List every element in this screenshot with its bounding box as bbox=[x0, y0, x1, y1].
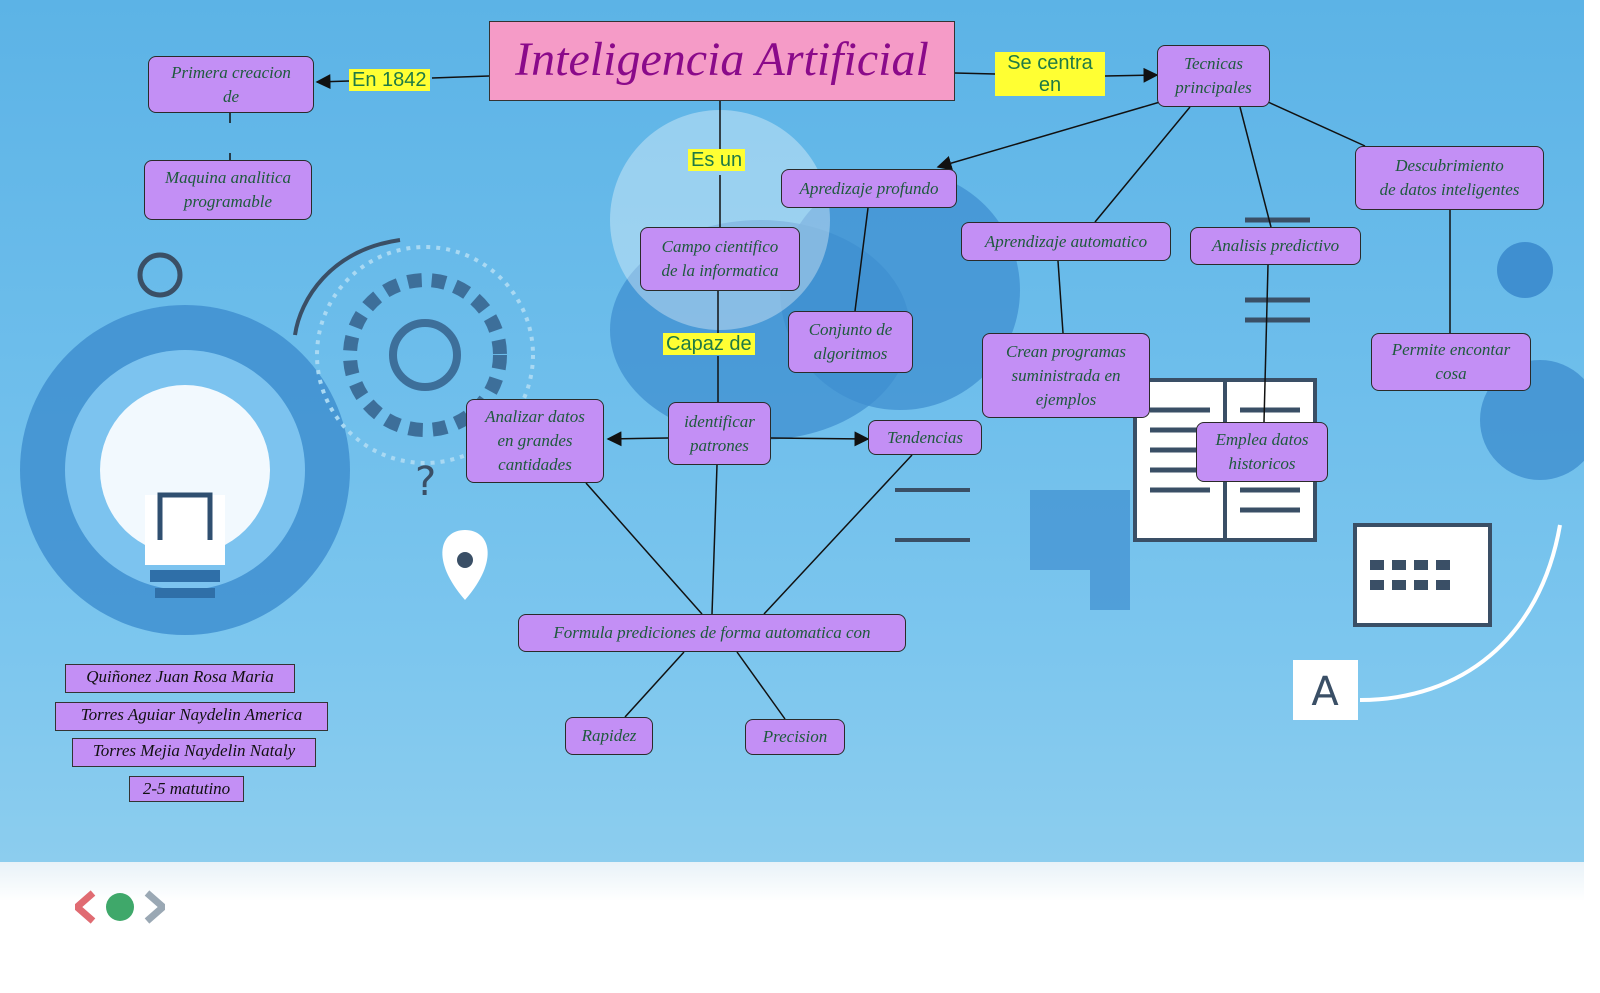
node-emplea-datos: Emplea datos historicos bbox=[1196, 422, 1328, 482]
node-campo-cientifico: Campo cientifico de la informatica bbox=[640, 227, 800, 291]
node-descubrimiento-datos: Descubrimiento de datos inteligentes bbox=[1355, 146, 1544, 210]
link-label-en-1842: En 1842 bbox=[349, 69, 430, 91]
node-tendencias: Tendencias bbox=[868, 420, 982, 455]
node-rapidez: Rapidez bbox=[565, 717, 653, 755]
page-footer bbox=[0, 862, 1584, 993]
author-3: Torres Mejia Naydelin Nataly bbox=[72, 738, 316, 767]
node-identificar-patrones: identificar patrones bbox=[668, 402, 771, 465]
node-conjunto-algoritmos: Conjunto de algoritmos bbox=[788, 311, 913, 373]
node-aprendizaje-profundo: Apredizaje profundo bbox=[781, 169, 957, 208]
node-primera-creacion: Primera creacion de bbox=[148, 56, 314, 113]
node-permite-encontrar: Permite encontar cosa bbox=[1371, 333, 1531, 391]
node-crean-programas: Crean programas suministrada en ejemplos bbox=[982, 333, 1150, 418]
watermark-logo-icon bbox=[75, 890, 165, 924]
svg-text:?: ? bbox=[415, 459, 436, 505]
node-tecnicas-principales: Tecnicas principales bbox=[1157, 45, 1270, 107]
node-precision: Precision bbox=[745, 719, 845, 755]
link-label-se-centra-en: Se centra en bbox=[995, 52, 1105, 96]
node-formula-predicciones: Formula prediciones de forma automatica … bbox=[518, 614, 906, 652]
link-label-es-un: Es un bbox=[688, 149, 746, 171]
author-2: Torres Aguiar Naydelin America bbox=[55, 702, 328, 731]
link-label-capaz-de: Capaz de bbox=[663, 333, 755, 355]
svg-text:A: A bbox=[1311, 669, 1339, 715]
node-maquina-analitica: Maquina analitica programable bbox=[144, 160, 312, 220]
group-label: 2-5 matutino bbox=[129, 776, 244, 802]
node-aprendizaje-automatico: Aprendizaje automatico bbox=[961, 222, 1171, 261]
author-1: Quiñonez Juan Rosa Maria bbox=[65, 664, 295, 693]
page-edge bbox=[1584, 0, 1600, 993]
node-analizar-datos: Analizar datos en grandes cantidades bbox=[466, 399, 604, 483]
central-topic-title: Inteligencia Artificial bbox=[489, 21, 955, 101]
node-analisis-predictivo: Analisis predictivo bbox=[1190, 227, 1361, 265]
